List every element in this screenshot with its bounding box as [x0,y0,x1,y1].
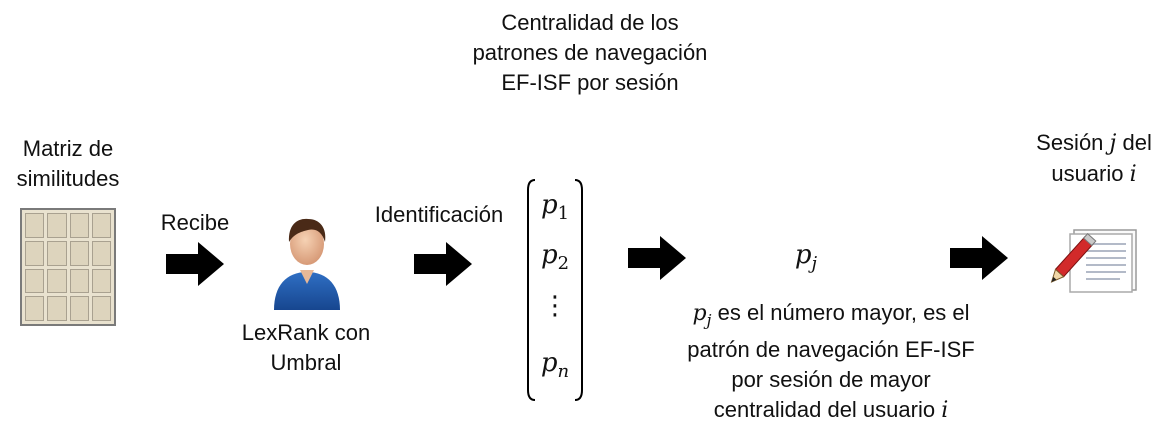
lexrank-label: LexRank con Umbral [236,318,376,378]
recibe-label: Recibe [160,210,230,235]
right-arrow-icon [414,242,472,286]
grid-matrix-icon [20,208,116,326]
top-caption: Centralidad de los patrones de navegació… [440,8,740,98]
session-label-line-1: Sesión j del [1036,130,1152,156]
right-bracket [574,179,583,401]
right-arrow-icon [166,242,224,286]
session-label-line-2: usuario i [1051,161,1137,187]
right-arrow-icon [950,236,1008,280]
explanation-line-1: pj es el número mayor, es el [692,300,970,330]
vector-p2: p2 [540,240,570,275]
matrix-label-line-2: similitudes [16,166,120,191]
right-arrow-icon [628,236,686,280]
matrix-label: Matriz de similitudes [0,134,136,194]
vector-dots: ⋮ [542,290,568,320]
lexrank-label-line-1: LexRank con [241,320,371,345]
explanation-line-4: centralidad del usuario i [713,397,949,424]
matrix-label-line-1: Matriz de [22,136,114,161]
session-label: Sesión j del usuario i [1020,128,1168,190]
vector-p1: p1 [540,190,570,225]
vector-pn: pn [540,348,570,383]
document-pencil-icon [1050,229,1137,293]
centrality-vector: p1 p2 ⋮ pn [526,178,584,402]
top-caption-line-2: patrones de navegación [472,40,708,65]
top-caption-line-1: Centralidad de los [501,10,679,35]
explanation-line-2: patrón de navegación EF-ISF [687,337,975,363]
user-person-icon [274,218,340,310]
left-bracket [527,179,536,401]
explanation-text: pj es el número mayor, es el patrón de n… [636,298,1026,426]
top-caption-line-3: EF-ISF por sesión [501,70,679,95]
lexrank-label-line-2: Umbral [270,350,342,375]
identificacion-label: Identificación [374,202,504,227]
pj-result: pj [794,240,818,275]
explanation-line-3: por sesión de mayor [731,367,931,393]
